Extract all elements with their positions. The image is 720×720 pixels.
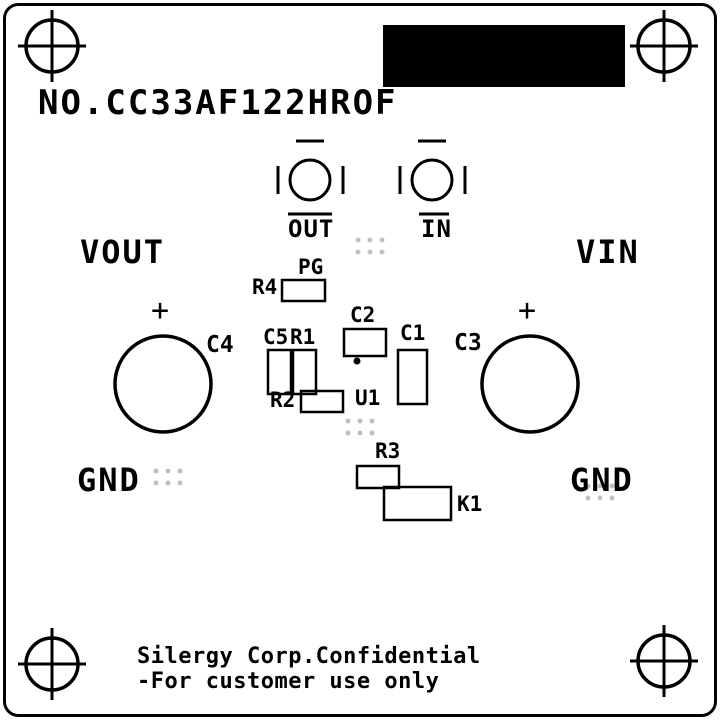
via-dots-top (355, 237, 385, 255)
ref-c3: C3 (454, 330, 482, 356)
ref-pg: PG (298, 255, 324, 279)
label-vout: VOUT (80, 233, 166, 271)
mounting-hole-bottom-right-icon (630, 625, 698, 697)
mounting-hole-top-left-icon (18, 10, 86, 82)
r3-outline (355, 464, 401, 490)
c1-outline (396, 348, 429, 406)
label-gnd-left: GND (77, 461, 141, 499)
via-dots-left (153, 468, 183, 486)
c5-outline (266, 348, 293, 396)
mounting-hole-bottom-left-icon (18, 628, 86, 700)
polarity-plus-left: + (151, 293, 170, 328)
ref-c5: C5 (263, 325, 289, 349)
ref-r1: R1 (290, 325, 316, 349)
ref-r4: R4 (252, 275, 278, 299)
terminal-out-pad (276, 139, 345, 216)
ref-u1: U1 (355, 386, 381, 410)
polarity-plus-right: + (518, 293, 537, 328)
via-dots-center (345, 418, 375, 436)
r4-outline (280, 278, 327, 303)
ref-c2: C2 (350, 303, 376, 327)
ref-c1: C1 (400, 321, 426, 345)
ref-k1: K1 (457, 492, 483, 516)
part-number: NO.CC33AF122HROF (38, 83, 398, 123)
footer-line-1: Silergy Corp.Confidential (137, 644, 481, 669)
ref-c4: C4 (206, 332, 234, 358)
cap-c4-outline (113, 334, 213, 434)
c2-outline (342, 327, 388, 358)
u1-pin1-dot (353, 357, 361, 365)
label-vin: VIN (576, 233, 640, 271)
label-block (383, 25, 625, 87)
mounting-hole-top-right-icon (630, 10, 698, 82)
cap-c3-outline (480, 334, 580, 434)
terminal-in-label: IN (421, 215, 452, 243)
ref-r3: R3 (375, 439, 401, 463)
terminal-in-pad (398, 139, 467, 216)
ref-r2: R2 (270, 388, 296, 412)
via-dots-right (585, 483, 615, 501)
r2-outline (299, 389, 345, 414)
component-outlines (266, 278, 453, 522)
k1-outline (382, 485, 453, 522)
terminal-out-label: OUT (288, 215, 335, 243)
board-outline (3, 3, 717, 717)
r1-outline (291, 348, 318, 396)
footer-line-2: -For customer use only (137, 669, 440, 694)
label-gnd-right: GND (570, 461, 634, 499)
